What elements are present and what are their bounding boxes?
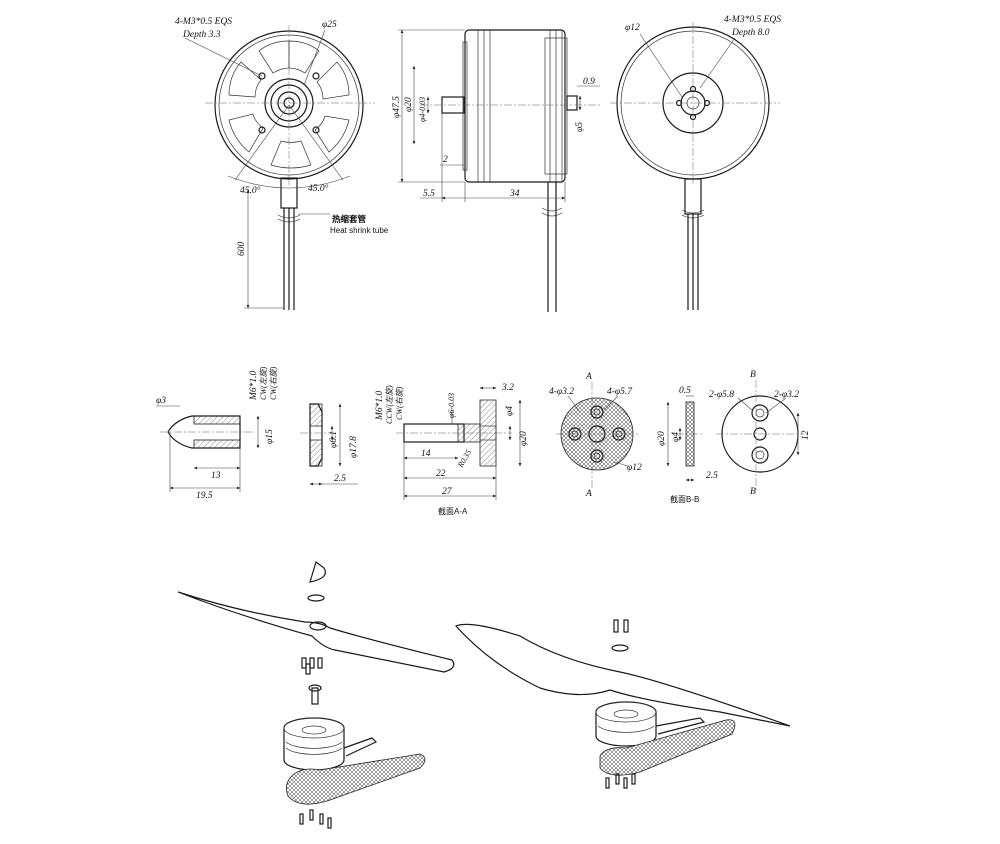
side-dia-20: φ20 bbox=[404, 97, 414, 112]
plate-a-hole-small: 4-φ3.2 bbox=[549, 387, 574, 397]
rear-view: φ12 4-M3*0.5 EQS Depth 8.0 bbox=[610, 15, 781, 310]
plate-a-dia-12: φ12 bbox=[627, 463, 642, 473]
nut-dia-15: φ15 bbox=[265, 429, 275, 444]
angle-left-label: 45.0° bbox=[240, 185, 261, 196]
heat-shrink-en-label: Heat shrink tube bbox=[330, 226, 389, 235]
adapter-thread: M6*1.0 bbox=[375, 390, 385, 421]
plate-b-cut-top: B bbox=[750, 370, 756, 380]
washer-dim-2-5: 2.5 bbox=[334, 474, 346, 484]
nut-thread-dir-1: CW(左旋) bbox=[259, 366, 268, 400]
plate-b-hole-small: 2-φ3.2 bbox=[774, 390, 799, 400]
side-dim-34: 34 bbox=[509, 189, 520, 199]
adapter-dia-20: φ20 bbox=[519, 431, 529, 446]
nut-thread: M6*1.0 bbox=[249, 370, 259, 401]
side-dia-5: φ5 bbox=[575, 122, 585, 132]
plate-b-dia-4: φ4 bbox=[671, 432, 681, 442]
plate-b-dim-0-5: 0.5 bbox=[679, 386, 691, 396]
washer-drawing: φ6.1 φ17.8 2.5 bbox=[300, 403, 359, 486]
plate-a-cut-bottom: A bbox=[585, 489, 592, 499]
prop-adapter-drawing: M6*1.0 CCW(左旋) CW(右旋) φ6-0.03 3.2 φ4 φ20… bbox=[375, 383, 529, 516]
adapter-dim-27: 27 bbox=[442, 487, 453, 497]
plate-b-section-caption: 截面B-B bbox=[670, 494, 699, 504]
adapter-dia-4: φ4 bbox=[505, 406, 515, 416]
adapter-section-caption: 截面A-A bbox=[438, 506, 468, 516]
nut-dim-13: 13 bbox=[211, 471, 221, 481]
side-view: φ47.5 φ20 φ4-0.03 0.9 φ5 2 5.5 34 bbox=[392, 29, 600, 312]
exploded-view-left bbox=[177, 561, 455, 829]
side-dia-47-5: φ47.5 bbox=[392, 96, 402, 118]
exploded-view-right bbox=[454, 619, 791, 789]
side-dim-5-5: 5.5 bbox=[423, 189, 435, 199]
adapter-dia-6: φ6-0.03 bbox=[447, 393, 456, 418]
plate-a-cut-top: A bbox=[585, 372, 592, 382]
screw-depth-front: Depth 3.3 bbox=[182, 30, 221, 40]
screw-note-front: 4-M3*0.5 EQS bbox=[175, 17, 232, 27]
nut-dia-3: φ3 bbox=[156, 396, 166, 406]
adapter-dim-3-2: 3.2 bbox=[501, 383, 514, 393]
nut-dim-19-5: 19.5 bbox=[196, 491, 213, 501]
dia-25-label: φ25 bbox=[322, 20, 337, 30]
plate-a-hole-large: 4-φ5.7 bbox=[607, 387, 633, 397]
heat-shrink-cn-label: 热缩套管 bbox=[332, 214, 367, 224]
prop-nut-drawing: φ3 M6*1.0 CW(左旋) CW(右旋) φ15 13 19.5 bbox=[156, 366, 278, 501]
side-dim-0-9: 0.9 bbox=[583, 77, 595, 87]
front-view: 4-M3*0.5 EQS Depth 3.3 φ25 45.0° 45.0° 6… bbox=[175, 17, 389, 310]
rear-dia-12: φ12 bbox=[625, 23, 640, 33]
washer-dia-6-1: φ6.1 bbox=[329, 431, 339, 448]
nut-thread-dir-2: CW(右旋) bbox=[269, 366, 278, 400]
side-dim-2: 2 bbox=[443, 155, 448, 165]
angle-right-label: 45.0° bbox=[308, 183, 329, 194]
adapter-thread-dir-1: CCW(左旋) bbox=[385, 385, 394, 424]
adapter-thread-dir-2: CW(右旋) bbox=[395, 386, 404, 420]
plate-b-dia-20: φ20 bbox=[657, 431, 667, 446]
plate-a-drawing: A A 4-φ3.2 4-φ5.7 φ12 bbox=[549, 372, 642, 499]
plate-b-cut-bottom: B bbox=[750, 487, 756, 497]
plate-b-hole-large: 2-φ5.8 bbox=[709, 390, 734, 400]
adapter-dim-14: 14 bbox=[421, 449, 431, 459]
adapter-radius: R0.35 bbox=[455, 448, 473, 470]
lead-length-label: 600 bbox=[237, 242, 247, 257]
rear-screw-note: 4-M3*0.5 EQS bbox=[724, 15, 781, 25]
plate-b-dim-2-5: 2.5 bbox=[706, 471, 718, 481]
plate-b-drawing: 0.5 φ20 φ4 2.5 截面B-B B B 2-φ5.8 2-φ3.2 1… bbox=[657, 370, 811, 504]
side-dia-4: φ4-0.03 bbox=[418, 97, 427, 122]
adapter-dim-22: 22 bbox=[436, 469, 446, 479]
rear-screw-depth: Depth 8.0 bbox=[731, 28, 770, 38]
plate-b-dim-12: 12 bbox=[801, 430, 811, 440]
washer-dia-17-8: φ17.8 bbox=[349, 436, 359, 458]
